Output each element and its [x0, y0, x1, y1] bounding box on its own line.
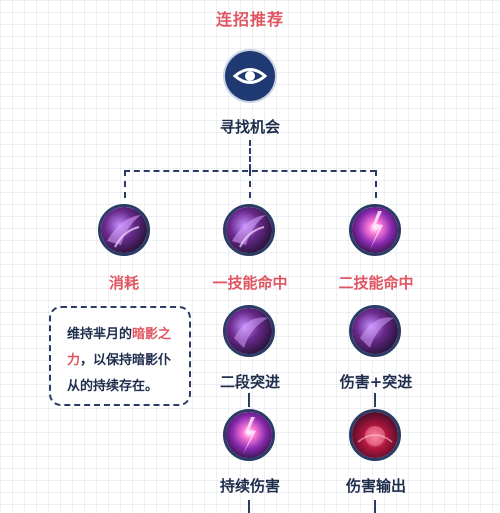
step3-label-2: 伤害输出	[345, 477, 406, 495]
red-orb-skill-icon	[349, 409, 401, 461]
step2-label-1: 二段突进	[219, 373, 280, 391]
connector-branch-1	[124, 170, 126, 198]
shadow-blade-skill-icon	[223, 204, 275, 256]
diagram-title: 连招推荐	[215, 10, 284, 29]
step3-label-1: 持续伤害	[219, 477, 280, 495]
tip-note: 维持芈月的暗影之力，以保持暗影仆从的持续存在。	[49, 306, 191, 406]
connector-root-down	[249, 140, 251, 170]
branch-label-3: 二技能命中	[338, 274, 414, 292]
eye-icon	[225, 51, 275, 101]
connector-branch-3	[375, 170, 377, 198]
lightning-strike-skill-icon	[223, 409, 275, 461]
connector-step-2	[248, 393, 250, 407]
shadow-blade-skill-icon	[349, 305, 401, 357]
step2-label-2: 伤害+突进	[339, 373, 413, 391]
connector-bottom-2	[248, 500, 250, 513]
lightning-strike-skill-icon	[349, 204, 401, 256]
shadow-blade-skill-icon	[98, 204, 150, 256]
tip-text-before: 维持芈月的	[67, 327, 133, 342]
tip-text-after: ，以保持暗影仆从的持续存在。	[67, 353, 172, 394]
branch-label-1: 消耗	[108, 274, 139, 292]
branch-label-2: 一技能命中	[212, 274, 288, 292]
connector-branch-2	[249, 170, 251, 198]
root-label: 寻找机会	[219, 118, 280, 136]
tip-highlight: 暗影之力	[67, 327, 172, 368]
connector-step-3	[374, 393, 376, 407]
shadow-blade-skill-icon	[223, 305, 275, 357]
connector-bottom-3	[374, 500, 376, 513]
